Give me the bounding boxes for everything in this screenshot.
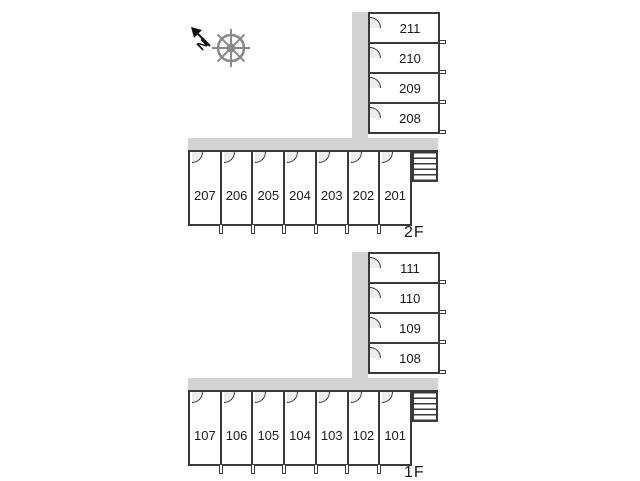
room-103: 103 [314,392,347,464]
room-107: 107 [190,392,220,464]
room-number: 103 [320,427,343,443]
room-209: 209 [370,72,438,102]
balcony-divider [439,100,446,104]
room-number: 109 [399,320,421,336]
balcony-divider [377,224,381,234]
balcony-divider [439,130,446,134]
room-number: 209 [399,80,421,96]
room-108: 108 [370,342,438,372]
room-number: 206 [225,187,248,203]
room-column-1f: 111 110 109 108 [368,252,440,374]
room-number: 107 [194,427,216,443]
room-number: 101 [384,427,407,443]
room-109: 109 [370,312,438,342]
room-203: 203 [314,152,347,224]
room-102: 102 [346,392,379,464]
compass-wheel-icon [212,29,250,67]
room-number: 202 [352,187,375,203]
floor-label-1f: 1F [404,464,425,481]
room-number: 108 [399,350,421,366]
room-number: 102 [352,427,375,443]
room-210: 210 [370,42,438,72]
balcony-divider [377,464,381,474]
corridor-vertical [352,252,368,390]
balcony-divider [251,224,255,234]
room-number: 204 [289,187,311,203]
balcony-divider [439,310,446,314]
balcony-divider [439,40,446,44]
corridor-vertical [352,12,368,150]
balcony-divider [439,370,446,374]
room-number: 106 [225,427,248,443]
room-number: 208 [399,110,421,126]
corridor-horizontal [188,378,438,390]
room-101: 101 [378,392,410,464]
room-201: 201 [378,152,410,224]
balcony-divider [439,70,446,74]
compass: N [191,27,250,67]
room-row-1f: 107 106 105 104 103 102 101 [188,390,412,466]
balcony-divider [439,340,446,344]
room-211: 211 [370,14,438,42]
room-number: 210 [399,50,421,66]
room-column-2f: 211 210 209 208 [368,12,440,134]
room-number: 205 [257,187,280,203]
room-number: 111 [400,260,420,276]
room-205: 205 [251,152,283,224]
room-206: 206 [219,152,252,224]
balcony-divider [219,224,223,234]
room-number: 104 [289,427,311,443]
balcony-divider [345,464,349,474]
balcony-divider [282,464,286,474]
floor-label-2f: 2F [404,224,425,241]
balcony-divider [219,464,223,474]
balcony-divider [345,224,349,234]
balcony-divider [251,464,255,474]
room-207: 207 [190,152,220,224]
staircase [412,390,438,422]
room-208: 208 [370,102,438,132]
room-row-2f: 207 206 205 204 203 202 201 [188,150,412,226]
room-number: 105 [257,427,280,443]
room-number: 201 [384,187,407,203]
room-111: 111 [370,254,438,282]
balcony-divider [439,280,446,284]
room-105: 105 [251,392,283,464]
room-104: 104 [283,392,315,464]
room-202: 202 [346,152,379,224]
room-number: 203 [320,187,343,203]
corridor-horizontal [188,138,438,150]
room-110: 110 [370,282,438,312]
balcony-divider [314,464,318,474]
room-number: 207 [194,187,216,203]
room-204: 204 [283,152,315,224]
staircase [412,150,438,182]
room-number: 110 [399,290,421,306]
balcony-divider [314,224,318,234]
room-number: 211 [399,20,421,36]
room-106: 106 [219,392,252,464]
balcony-divider [282,224,286,234]
